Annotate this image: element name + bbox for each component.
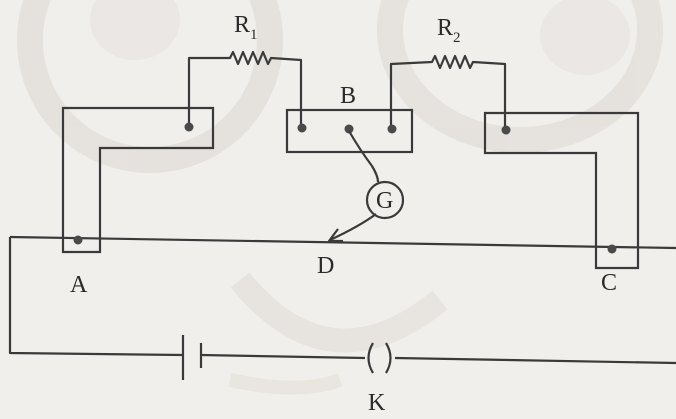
label-k: K [368,390,386,416]
r1-wire [187,50,303,128]
terminal-b-right [387,124,397,134]
label-g: G [376,188,393,214]
terminal-left-top [184,122,194,132]
label-r2: R2 [437,15,461,46]
galvanometer-lead-top [348,130,380,183]
label-c: C [601,270,617,296]
right-strip [483,111,640,270]
terminal-a [73,235,83,245]
left-strip [61,106,215,254]
battery-circuit-wire [8,237,676,365]
terminal-b-middle [344,124,354,134]
terminal-b-left [297,123,307,133]
galvanometer-circle [365,180,405,220]
key-left-arc [367,342,374,374]
middle-strip [285,108,414,154]
label-d: D [317,253,334,279]
label-r1: R1 [234,12,258,43]
label-a: A [70,272,88,298]
terminal-right-top [501,125,511,135]
watermark [17,0,663,395]
jockey-lead [329,213,377,241]
terminal-c [607,244,617,254]
jockey-arrow-icon [327,228,343,243]
key-right-arc [385,342,392,374]
r2-wire [389,54,507,128]
label-b: B [340,83,356,109]
meter-wire [9,235,676,250]
